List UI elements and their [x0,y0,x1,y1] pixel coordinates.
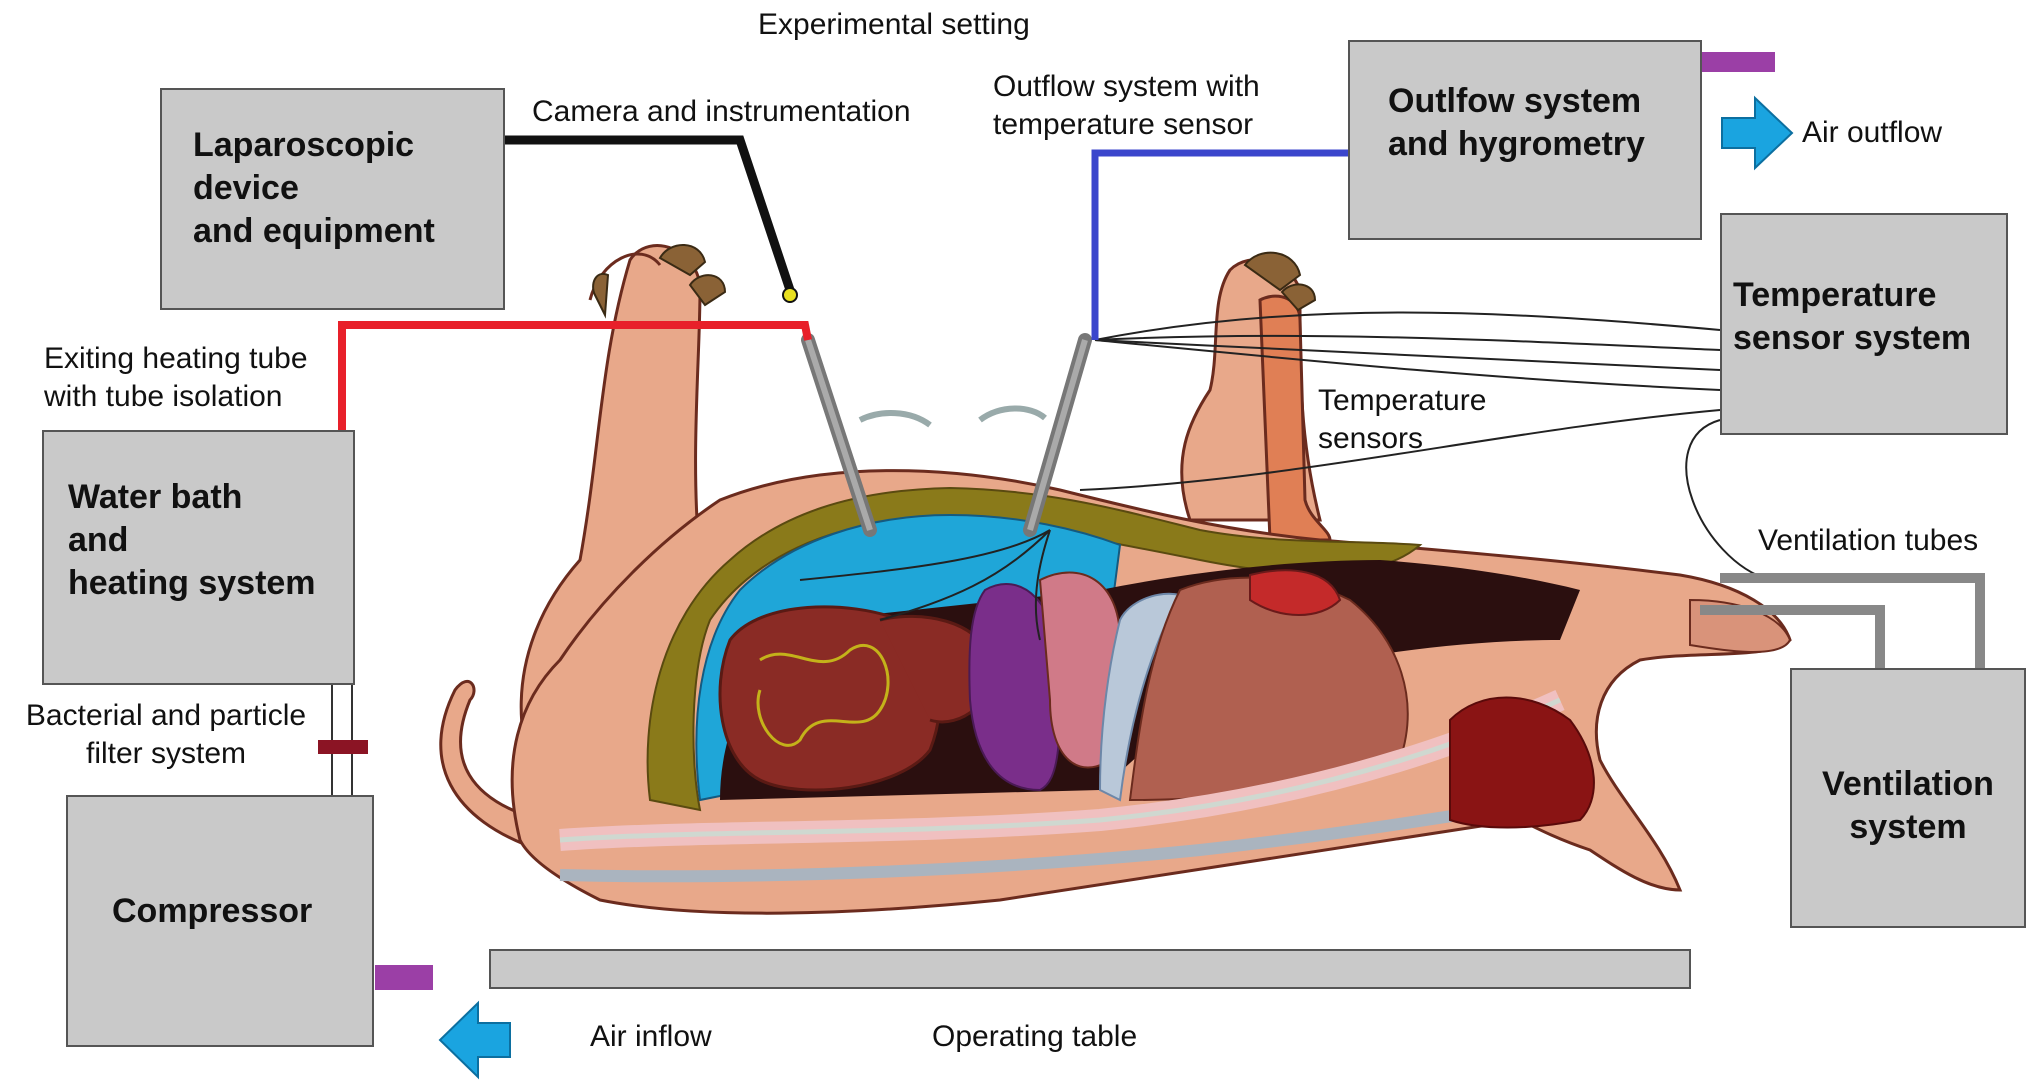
ventilation-tubes [1700,573,1985,668]
ventilation-tubes-label: Ventilation tubes [1758,524,1979,557]
air-inflow-label: Air inflow [590,1020,712,1053]
laparoscopic-device-box [160,88,505,310]
heating-tube [338,321,812,430]
operating-table [489,949,1691,989]
temperature-sensor-wires [799,311,1771,641]
temperature-sensor-box [1720,213,2008,435]
temperature-sensor-label: Temperature sensor system [1733,276,1972,357]
outflow-system-box [1348,40,1702,240]
operating-table-label: Operating table [932,1020,1138,1053]
compressor-box [66,795,374,1047]
camera-label: Camera and instrumentation [532,95,911,128]
laparoscopic-device-label: Laparoscopic device and equipment [193,126,435,250]
compressor-label: Compressor [112,892,313,930]
filter-label: Bacterial and particle filter system [25,699,307,770]
water-bath-box [42,430,355,685]
bacterial-filter [318,740,368,754]
outflow-sensor-label: Outflow system with temperature sensor [993,70,1260,141]
ventilation-system-box [1790,668,2026,928]
outflow-system-label: Outlfow system and hygrometry [1388,82,1645,163]
outflow-connector [1700,52,1775,72]
camera-cable [500,135,795,292]
camera-tip [782,287,798,303]
water-bath-label: Water bath and heating system [68,478,316,602]
air-outflow-arrow [1721,95,1794,171]
diagram-title: Experimental setting [758,8,1030,41]
outflow-tube [1091,149,1348,340]
ventilation-system-label: Ventilation system [1822,765,1994,846]
air-inflow-arrow [438,1000,511,1080]
laparoscopic-instruments [801,333,1092,537]
pig-illustration [439,244,1792,915]
compressor-connector [375,965,433,990]
temperature-sensors-label: Temperature sensors [1318,384,1487,455]
air-outflow-label: Air outflow [1802,116,1943,149]
heating-tube-label: Exiting heating tube with tube isolation [44,342,308,413]
